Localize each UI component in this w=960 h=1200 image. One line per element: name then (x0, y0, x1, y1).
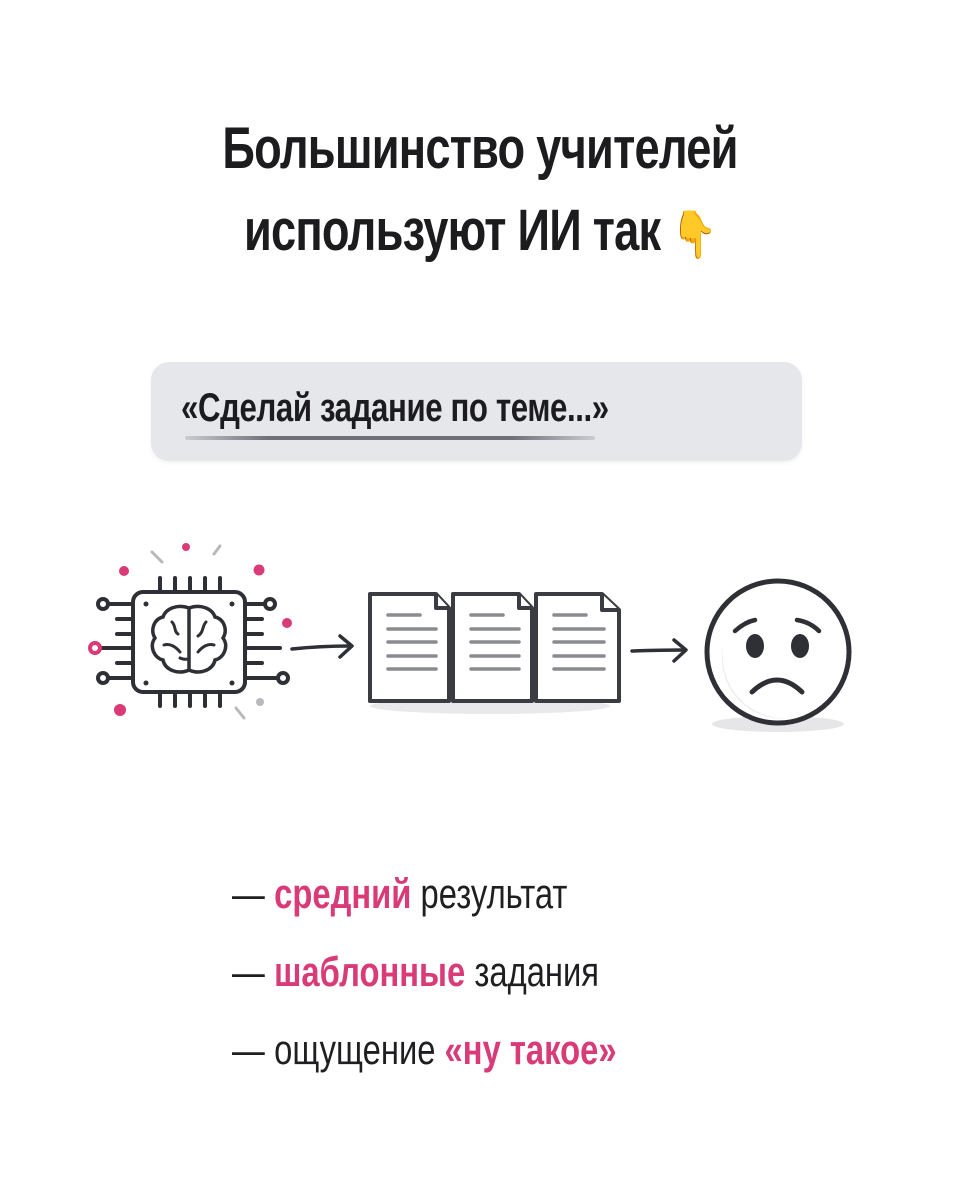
page-title: Большинство учителей используют ИИ так 👇 (106, 108, 855, 275)
list-item: —шаблонные задания (232, 948, 600, 995)
accent-text: «ну такое» (444, 1026, 617, 1073)
sad-face-icon (704, 578, 852, 732)
prompt-underline (185, 436, 595, 440)
documents-icon (368, 592, 621, 714)
prompt-text: «Сделай задание по теме...» (181, 386, 609, 430)
arrow-right-icon (290, 634, 354, 659)
flow-diagram (0, 530, 960, 750)
consequences-list: —средний результат —шаблонные задания —о… (232, 866, 725, 1100)
arrow-right-icon (630, 638, 688, 663)
ai-chip-brain-icon (88, 543, 292, 720)
accent-text: шаблонные (274, 948, 466, 995)
prompt-bubble: «Сделай задание по теме...» (151, 362, 802, 461)
title-line-1: Большинство учителей (222, 116, 738, 181)
list-item: —средний результат (232, 870, 568, 917)
accent-text: средний (274, 870, 412, 917)
list-item: —ощущение «ну такое» (232, 1026, 617, 1073)
title-line-2: используют ИИ так 👇 (243, 198, 717, 263)
pointing-down-hand-icon: 👇 (672, 207, 717, 261)
